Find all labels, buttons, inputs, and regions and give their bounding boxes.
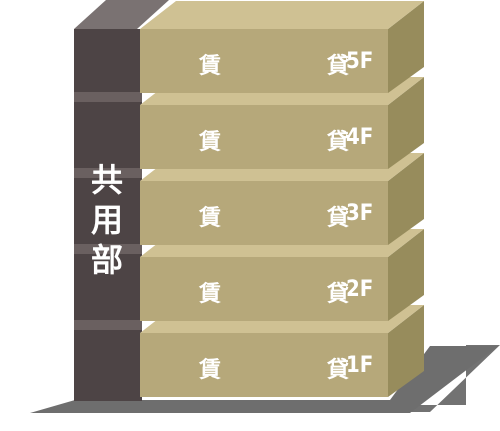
floor-slab-5f [140, 1, 424, 93]
floor-number-4f: 4F [346, 125, 374, 150]
floor-number-3f: 3F [346, 201, 374, 226]
floor-front-face [140, 257, 388, 321]
floor-side-face [388, 1, 424, 93]
core-top [74, 0, 169, 29]
common-area-char: 部 [90, 241, 123, 279]
ground-shadow-main [30, 346, 498, 413]
floor-top-face [140, 1, 424, 29]
floor-side-face [388, 305, 424, 397]
floor-side-face [388, 153, 424, 245]
floor-label-4f: 賃 貸 [199, 130, 392, 155]
floor-label-2f: 賃 貸 [199, 282, 392, 307]
common-core [74, 0, 169, 401]
floor-side-face [388, 77, 424, 169]
floor-number-5f: 5F [346, 49, 374, 74]
floor-front-face [140, 105, 388, 169]
core-gap [74, 92, 142, 102]
common-area-char: 共 [90, 161, 123, 199]
core-gap [74, 168, 142, 178]
common-area-label: 共 用 部 [78, 160, 136, 280]
core-front [74, 29, 142, 401]
core-gap [74, 244, 142, 254]
floor-stack [140, 1, 424, 397]
floor-front-face [140, 333, 388, 397]
floor-label-5f: 賃 貸 [199, 54, 392, 79]
common-area-char: 用 [90, 201, 123, 239]
floor-number-2f: 2F [346, 277, 374, 302]
floor-number-1f: 1F [346, 353, 374, 378]
core-gap [74, 320, 142, 330]
floor-label-3f: 賃 貸 [199, 206, 392, 231]
floor-side-face [388, 229, 424, 321]
floor-front-face [140, 181, 388, 245]
floor-label-1f: 賃 貸 [199, 358, 392, 383]
floor-front-face [140, 29, 388, 93]
